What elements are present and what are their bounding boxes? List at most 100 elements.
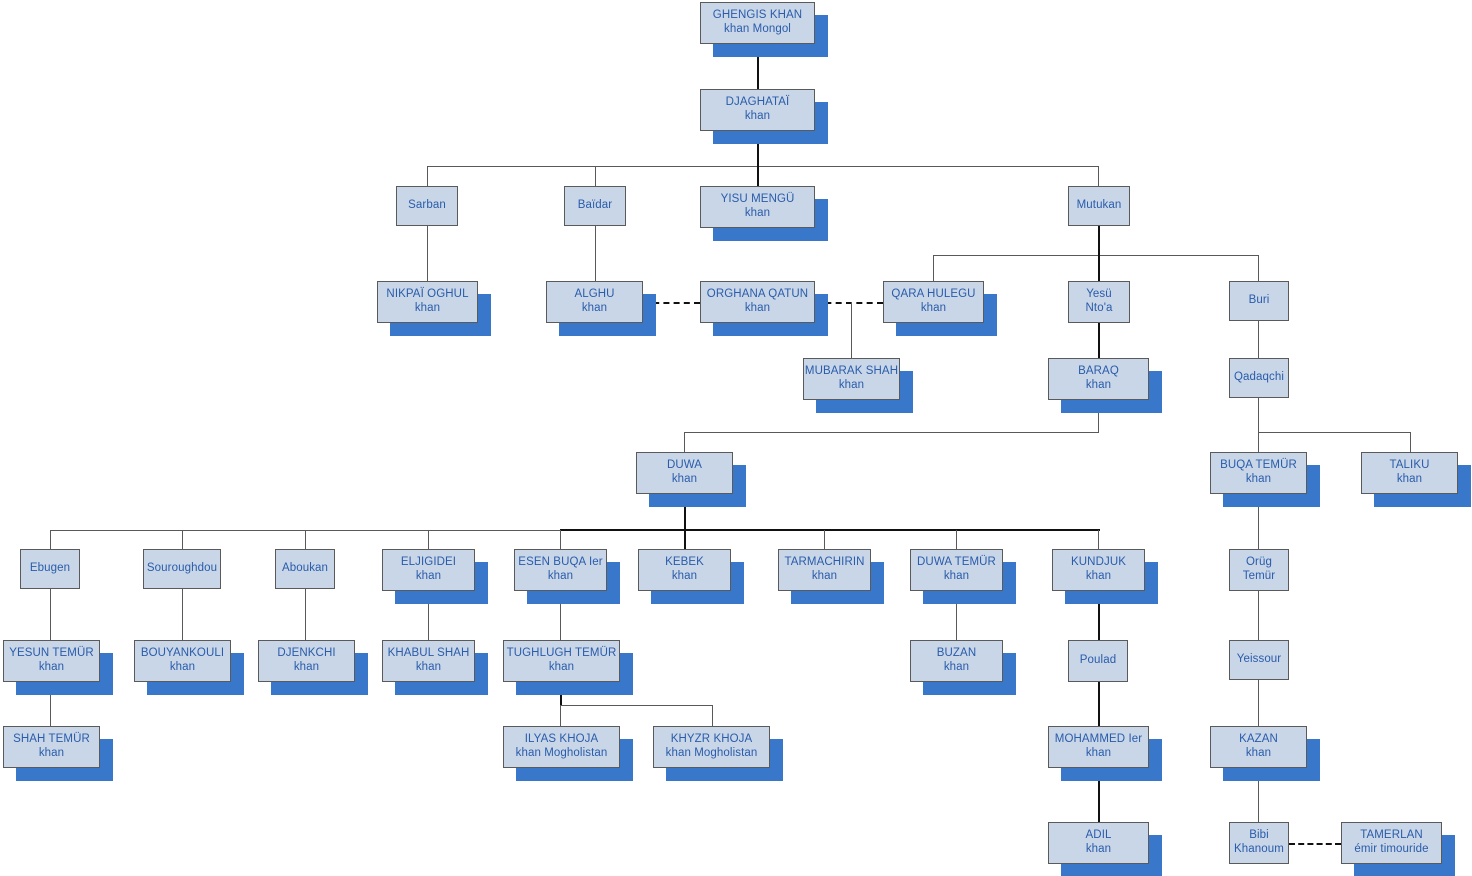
person-title: khan — [38, 661, 65, 673]
edge-ghengis-djaghatai — [757, 44, 759, 89]
person-title: khan — [811, 570, 838, 582]
person-name: KAZAN — [1239, 733, 1278, 746]
person-title: khan — [1396, 473, 1423, 485]
person-name: DUWA TEMÜR — [917, 556, 996, 569]
person-node-souroughdou[interactable]: Souroughdou — [143, 549, 221, 589]
edge-to-souroughdou — [182, 530, 183, 549]
edge-aboukan-djenkchi — [305, 589, 306, 640]
edge-buri-qadaqchi — [1258, 321, 1259, 358]
edge-baraq-down — [1098, 400, 1099, 432]
person-title: khan — [414, 302, 441, 314]
person-node-poulad[interactable]: Poulad — [1068, 640, 1128, 682]
edge-to-buqa-temur — [1258, 432, 1259, 452]
person-node-baidar[interactable]: Baïdar — [564, 186, 626, 226]
bus-duwa-children-left — [50, 530, 684, 531]
edge-qadaqchi-down — [1258, 398, 1259, 432]
person-name: DUWA — [666, 459, 703, 472]
person-title: khan — [943, 570, 970, 582]
person-name: SHAH TEMÜR — [13, 733, 90, 746]
person-name: Ebugen — [29, 562, 71, 575]
edge-yeissour-kazan — [1258, 680, 1259, 726]
edge-duwa-down — [684, 494, 686, 530]
person-title: Nto'a — [1085, 302, 1113, 314]
person-title: khan Mongol — [724, 23, 791, 35]
person-title: khan — [744, 110, 771, 122]
person-name: KHABUL SHAH — [387, 647, 470, 660]
person-name: ELJIGIDEI — [400, 556, 457, 569]
person-name: Aboukan — [281, 562, 329, 575]
bus-mutukan-children — [933, 255, 1258, 256]
person-name: DJENKCHI — [277, 647, 336, 660]
person-name: QARA HULEGU — [891, 288, 976, 301]
person-title: khan — [1085, 843, 1112, 855]
edge-to-qara-hulegu — [933, 255, 934, 281]
person-title: khan — [920, 302, 947, 314]
marriage-alghu-orghana — [643, 302, 700, 304]
person-title: khan — [1245, 473, 1272, 485]
edge-to-buri — [1258, 255, 1259, 281]
person-name: Orüg — [1246, 556, 1272, 569]
person-title: khan Mogholistan — [665, 747, 758, 759]
person-node-ebugen[interactable]: Ebugen — [20, 549, 80, 589]
person-name: TAMERLAN — [1360, 829, 1423, 842]
edge-esenbuqa-tughlugh — [560, 591, 561, 640]
person-node-qadaqchi[interactable]: Qadaqchi — [1229, 358, 1289, 398]
person-name: Bibi — [1249, 829, 1269, 842]
person-name: BUQA TEMÜR — [1220, 459, 1297, 472]
person-node-sarban[interactable]: Sarban — [396, 186, 458, 226]
person-title: khan — [671, 473, 698, 485]
edge-orugtemur-yeissour — [1258, 591, 1259, 640]
person-name: Sarban — [408, 199, 446, 212]
edge-to-ebugen — [50, 530, 51, 549]
person-node-buri[interactable]: Buri — [1229, 281, 1289, 321]
person-node-yeissour[interactable]: Yeissour — [1229, 640, 1289, 680]
edge-mutukan-down — [1098, 226, 1100, 256]
bus-djaghatai-children — [427, 166, 1099, 167]
edge-yesuntemur-shahtemur — [50, 682, 51, 726]
person-name: ALGHU — [574, 288, 615, 301]
edge-to-duwa-temur — [956, 530, 957, 549]
edge-to-kundjuk — [1098, 530, 1099, 549]
person-name: MUBARAK SHAH — [804, 365, 899, 378]
person-node-aboukan[interactable]: Aboukan — [275, 549, 335, 589]
person-node-mutukan[interactable]: Mutukan — [1068, 186, 1130, 226]
person-title: khan — [548, 661, 575, 673]
person-title: khan — [671, 570, 698, 582]
edge-to-taliku — [1410, 432, 1411, 452]
